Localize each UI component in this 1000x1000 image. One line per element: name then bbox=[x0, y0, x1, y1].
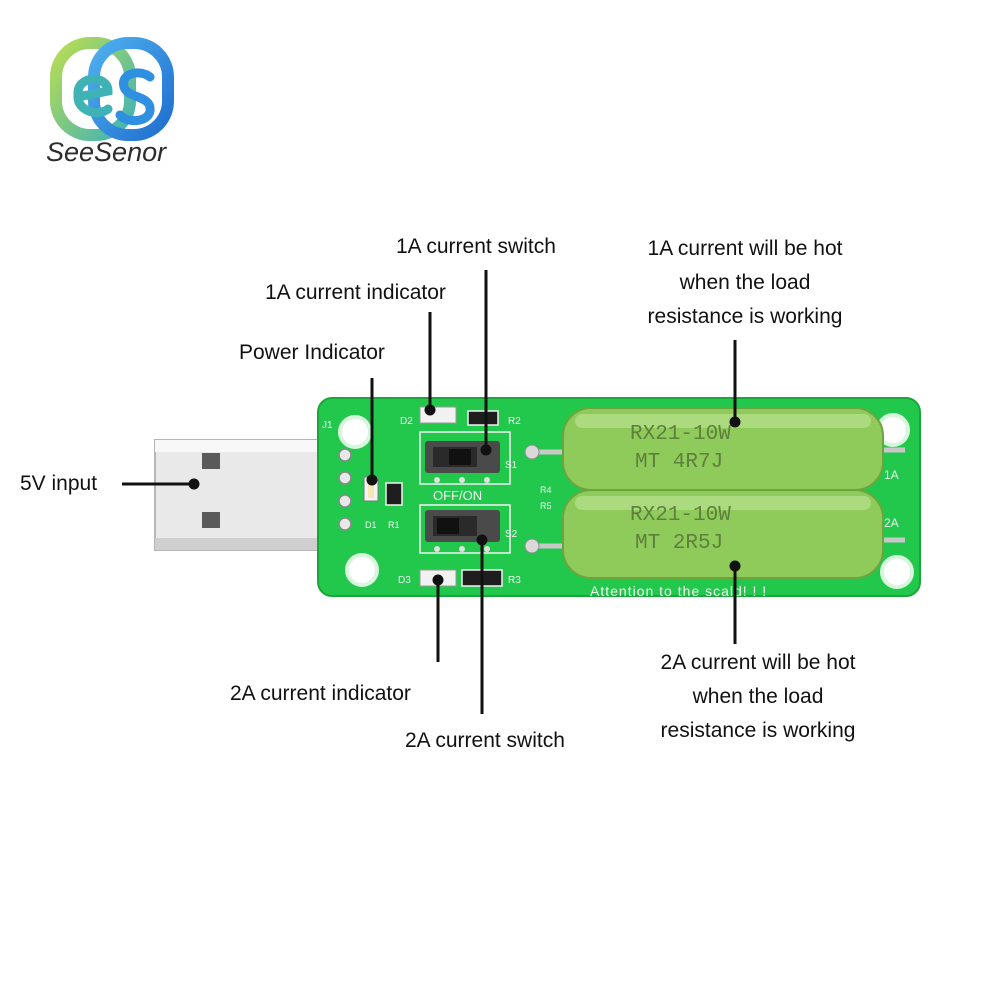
silk-s2: S2 bbox=[505, 529, 518, 540]
leader-2a-switch-dot bbox=[476, 534, 488, 546]
leader-1a-indicator-dot bbox=[424, 404, 436, 416]
silk-r2: R2 bbox=[508, 416, 521, 427]
resistor-r1 bbox=[385, 482, 403, 506]
silk-r3: R3 bbox=[508, 575, 521, 586]
silk-off-on: OFF/ON bbox=[433, 488, 482, 503]
silk-r1: R1 bbox=[388, 520, 400, 530]
seesenor-logo bbox=[50, 37, 174, 141]
silk-d1: D1 bbox=[365, 520, 377, 530]
leader-5v-input-dot bbox=[188, 478, 200, 490]
silk-tag-2a: 2A bbox=[884, 516, 899, 530]
resistor-top-value: MT 4R7J bbox=[635, 451, 723, 474]
resistor-r2 bbox=[467, 410, 499, 426]
switch-s2[interactable] bbox=[425, 510, 500, 552]
usb-connector bbox=[154, 439, 341, 551]
resistor-bottom-model: RX21-10W bbox=[630, 504, 731, 527]
silk-d3: D3 bbox=[398, 575, 411, 586]
silk-d2: D2 bbox=[400, 416, 413, 427]
resistor-top-model: RX21-10W bbox=[630, 423, 731, 446]
label-2a-indicator: 2A current indicator bbox=[230, 682, 411, 705]
label-5v-input: 5V input bbox=[20, 472, 98, 495]
resistor-top-4r7 bbox=[562, 407, 884, 491]
label-1a-hot-line2: when the load bbox=[679, 271, 811, 294]
label-2a-hot-line1: 2A current will be hot bbox=[660, 651, 856, 674]
silk-s1: S1 bbox=[505, 460, 518, 471]
label-1a-hot-line3: resistance is working bbox=[647, 305, 843, 328]
label-1a-hot-line1: 1A current will be hot bbox=[647, 237, 843, 260]
brand-name: SeeSenor bbox=[46, 137, 167, 167]
leader-2a-hot-dot bbox=[729, 560, 741, 572]
silk-r4: R4 bbox=[540, 485, 552, 495]
silk-r5: R5 bbox=[540, 501, 552, 511]
silk-tag-1a: 1A bbox=[884, 468, 899, 482]
label-2a-hot-line2: when the load bbox=[692, 685, 824, 708]
resistor-bottom-2r5 bbox=[562, 489, 884, 579]
leader-2a-indicator-dot bbox=[432, 574, 444, 586]
leader-power-indicator-dot bbox=[366, 474, 378, 486]
leader-1a-hot-dot bbox=[729, 416, 741, 428]
label-2a-switch: 2A current switch bbox=[405, 729, 565, 752]
leader-1a-switch-dot bbox=[480, 444, 492, 456]
label-1a-switch: 1A current switch bbox=[396, 235, 556, 258]
resistor-bottom-value: MT 2R5J bbox=[635, 532, 723, 555]
label-1a-indicator: 1A current indicator bbox=[265, 281, 446, 304]
silk-attention: Attention to the scald! ! ! bbox=[590, 583, 767, 599]
label-power-indicator: Power Indicator bbox=[239, 341, 385, 364]
label-2a-hot-line3: resistance is working bbox=[660, 719, 856, 742]
silk-j1: J1 bbox=[322, 420, 333, 431]
